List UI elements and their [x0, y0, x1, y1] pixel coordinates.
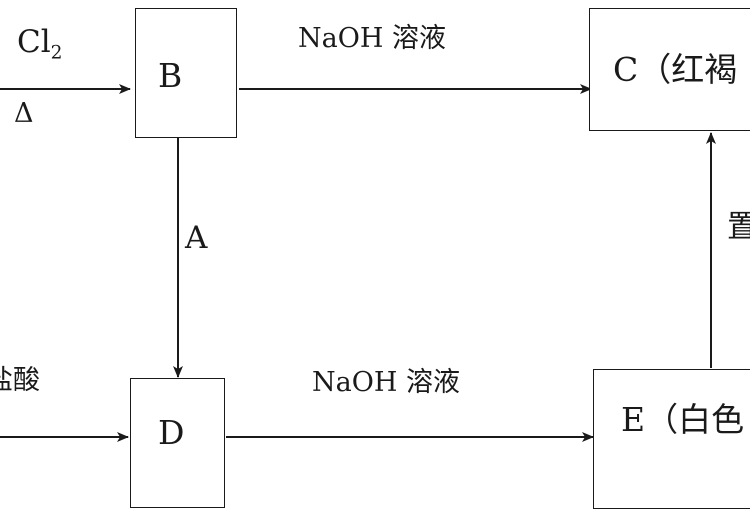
cl2-label: Cl2	[17, 27, 62, 63]
box-d: D	[130, 378, 225, 508]
box-c: C（红褐	[589, 8, 750, 131]
cl2-main: Cl	[17, 24, 51, 60]
box-e: E（白色	[593, 369, 750, 509]
right-arrow-label: 置	[727, 209, 750, 245]
box-e-label: E（白色	[621, 400, 745, 439]
naoh-top-label: NaOH 溶液	[298, 23, 446, 54]
naoh-bottom-label: NaOH 溶液	[312, 367, 460, 398]
hcl-label: 盐酸	[0, 365, 40, 396]
box-b: B	[135, 8, 237, 138]
box-b-label: B	[158, 56, 183, 95]
box-d-label: D	[158, 413, 185, 452]
reagent-a-label: A	[185, 220, 208, 256]
heat-label: Δ	[14, 98, 34, 129]
cl2-subscript: 2	[50, 42, 63, 64]
box-c-label: C（红褐	[613, 50, 738, 89]
